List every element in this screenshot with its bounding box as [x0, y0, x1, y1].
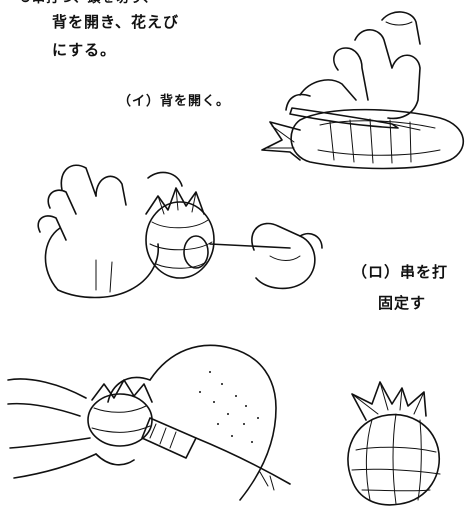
- label-skewer-line2: 固定す: [378, 294, 427, 312]
- step-heading-line2: にする。: [52, 41, 117, 59]
- illustration-brushing: [7, 344, 291, 501]
- label-skewer-line1: （ロ）串を打: [352, 263, 449, 281]
- step-heading-line1: 背を開き、花えび: [52, 13, 179, 31]
- label-open-back: （イ）背を開く。: [118, 94, 231, 109]
- step-heading-fragment: ❸串打つ、頭を切り、: [20, 0, 157, 9]
- illustration-open-back: [261, 11, 465, 170]
- illustration-skewer: [37, 164, 323, 299]
- illustration-flower-shrimp: [347, 381, 441, 506]
